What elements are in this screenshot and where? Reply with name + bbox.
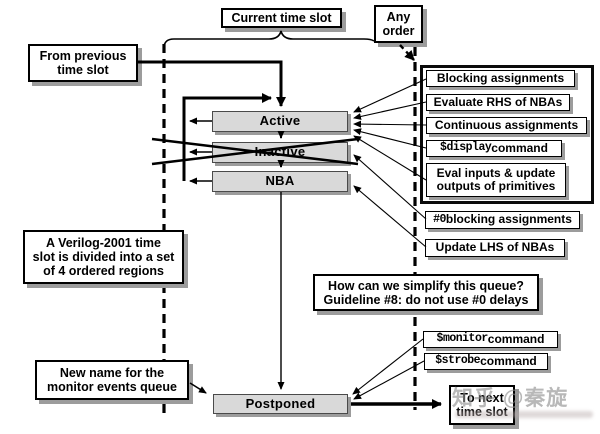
item-text: command: [480, 353, 537, 368]
blocking-assignments-item: Blocking assignments: [426, 70, 575, 87]
item-code: $display: [440, 141, 492, 155]
item-text: command: [487, 331, 545, 346]
watermark-subtext-blur: [455, 411, 593, 418]
item-text: command: [491, 140, 548, 155]
new-name-monitor-queue-note: New name for the monitor events queue: [35, 360, 189, 400]
simplify-queue-note: How can we simplify this queue? Guidelin…: [313, 274, 539, 311]
postponed-queue-box: Postponed: [213, 394, 348, 414]
item-text: Eval inputs & update outputs of primitiv…: [436, 165, 556, 193]
item-text: blocking assignments: [445, 212, 572, 227]
item-code: $strobe: [435, 354, 481, 368]
continuous-assignments-item: Continuous assignments: [426, 117, 587, 134]
update-lhs-nbas-item: Update LHS of NBAs: [425, 239, 565, 257]
item-text: Blocking assignments: [436, 70, 565, 85]
evaluate-rhs-nbas-item: Evaluate RHS of NBAs: [426, 94, 570, 111]
zero-blocking-assignments-item: #0 blocking assignments: [425, 211, 580, 229]
item-text: Evaluate RHS of NBAs: [433, 94, 563, 109]
to-next-time-slot-label: To next time slot: [449, 385, 515, 425]
from-previous-time-slot-label: From previous time slot: [28, 44, 138, 82]
nba-queue-box: NBA: [212, 171, 348, 192]
eval-inputs-primitives-item: Eval inputs & update outputs of primitiv…: [426, 163, 566, 197]
strobe-command-item: $strobe command: [424, 353, 548, 370]
watermark-text: 知乎 @秦旋: [452, 387, 569, 410]
inactive-queue-box: Inactive: [212, 142, 348, 163]
item-text: Continuous assignments: [434, 117, 579, 132]
active-queue-box: Active: [212, 111, 348, 132]
monitor-command-item: $monitor command: [423, 331, 558, 348]
current-time-slot-label: Current time slot: [221, 8, 342, 28]
verilog-time-slot-note: A Verilog-2001 time slot is divided into…: [23, 230, 184, 284]
item-code: $monitor: [436, 332, 489, 346]
item-code: #0: [433, 212, 446, 226]
any-order-label: Any order: [374, 5, 423, 43]
display-command-item: $display command: [426, 140, 562, 157]
